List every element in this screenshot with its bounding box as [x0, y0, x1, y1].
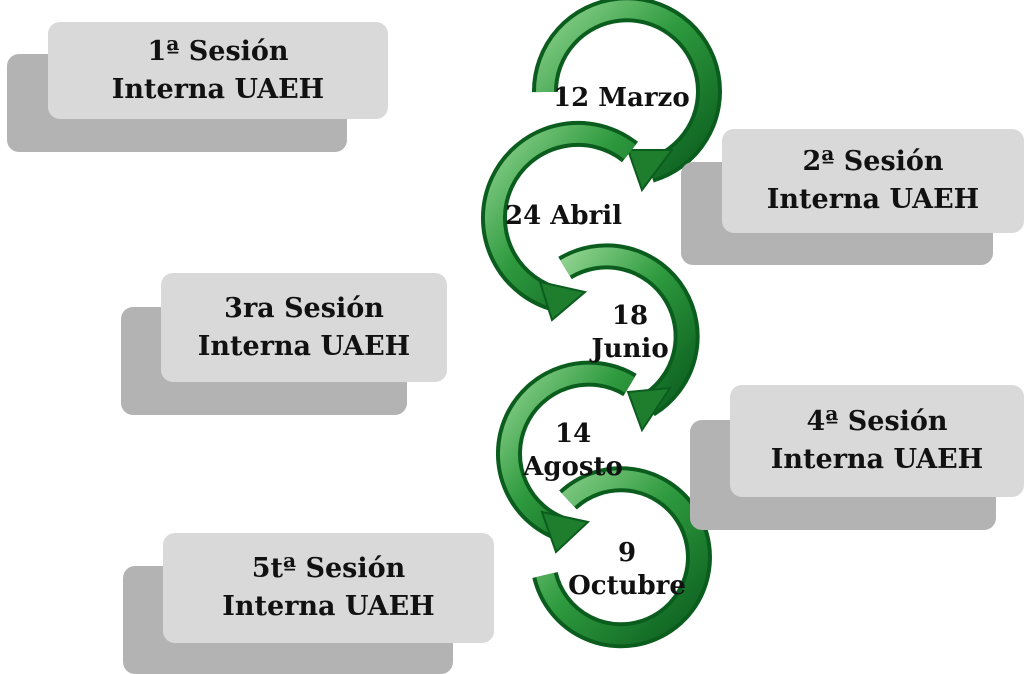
- arrow-2: [480, 121, 639, 322]
- date-4-month: Agosto: [523, 452, 623, 482]
- session-5-title: 5tª Sesión: [251, 553, 406, 584]
- arrow-4: [495, 360, 637, 554]
- session-1-title: 1ª Sesión: [147, 35, 289, 67]
- session-2-subtitle: Interna UAEH: [766, 184, 980, 215]
- session-5-box: 5tª Sesión Interna UAEH: [163, 533, 494, 643]
- session-4-subtitle: Interna UAEH: [770, 444, 984, 475]
- session-1-subtitle: Interna UAEH: [111, 73, 325, 105]
- date-5-month: Octubre: [568, 571, 686, 601]
- date-3-day: 18: [611, 301, 649, 331]
- session-4-box: 4ª Sesión Interna UAEH: [730, 385, 1024, 497]
- arrow-1: [531, 0, 722, 193]
- session-1-box: 1ª Sesión Interna UAEH: [48, 22, 388, 119]
- date-5-day: 9: [617, 538, 637, 568]
- session-3-subtitle: Interna UAEH: [197, 330, 411, 362]
- date-3-month: Junio: [591, 334, 669, 364]
- date-1: 12 Marzo: [553, 83, 690, 113]
- date-5: 9 Octubre: [562, 537, 692, 603]
- arrow-3: [558, 243, 700, 433]
- date-3: 18 Junio: [575, 300, 685, 366]
- session-3-title: 3ra Sesión: [224, 292, 384, 324]
- session-2-title: 2ª Sesión: [802, 146, 944, 177]
- arrow-5: [532, 466, 712, 649]
- session-4-title: 4ª Sesión: [806, 406, 948, 437]
- session-3-box: 3ra Sesión Interna UAEH: [161, 273, 447, 382]
- session-2-box: 2ª Sesión Interna UAEH: [722, 129, 1024, 233]
- date-2: 24 Abril: [505, 201, 623, 231]
- session-5-subtitle: Interna UAEH: [222, 591, 435, 622]
- date-4: 14 Agosto: [513, 418, 633, 484]
- date-4-day: 14: [555, 419, 592, 449]
